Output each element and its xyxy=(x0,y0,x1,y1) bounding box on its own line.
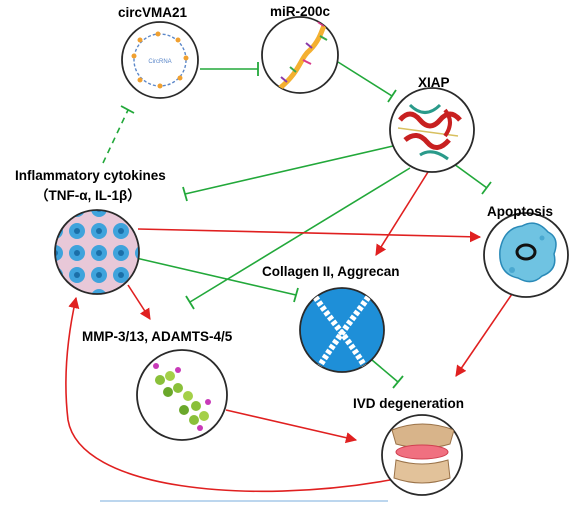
enzyme-illustration xyxy=(153,363,211,431)
node-mir200c xyxy=(261,16,339,94)
label-mir200c: miR-200c xyxy=(270,4,331,19)
edge-mir-xiap xyxy=(337,61,397,103)
label-apoptosis: Apoptosis xyxy=(487,204,553,219)
node-mmp xyxy=(136,349,228,441)
edge-ivd-cyto xyxy=(65,296,391,493)
edge-cyto-apop xyxy=(137,228,482,243)
edge-mmp-ivd xyxy=(225,409,358,444)
protein-illustration xyxy=(397,103,462,161)
bottom-divider xyxy=(100,500,388,502)
node-cytokines xyxy=(54,209,140,295)
label-xiap: XIAP xyxy=(418,75,450,90)
label-collagen: Collagen II, Aggrecan xyxy=(262,264,400,279)
edge-cyto-circ xyxy=(102,105,135,164)
edge-xiap-coll xyxy=(375,171,429,256)
edge-apop-ivd xyxy=(455,293,513,377)
label-ivd: IVD degeneration xyxy=(353,396,465,411)
edge-xiap-apop xyxy=(453,163,492,195)
mirna-illustration xyxy=(278,19,329,90)
circrna-inner-text: CircRNA xyxy=(148,59,171,65)
label-cytokines-line1: Inflammatory cytokines xyxy=(15,168,166,183)
edge-cyto-coll xyxy=(135,257,299,303)
edge-coll-ivd xyxy=(371,359,404,389)
edge-xiap-mmp xyxy=(185,167,411,310)
label-mmp: MMP-3/13, ADAMTS-4/5 xyxy=(82,329,233,344)
node-apoptosis xyxy=(483,212,569,298)
apoptotic-cell-illustration xyxy=(499,222,557,283)
edge-layer xyxy=(65,61,513,493)
edge-xiap-cyto xyxy=(182,145,394,202)
node-collagen xyxy=(299,287,385,373)
node-circvma21: CircRNA xyxy=(121,21,199,99)
label-circvma21: circVMA21 xyxy=(118,5,188,20)
edge-circ-mir xyxy=(200,62,259,76)
edge-cyto-mmp xyxy=(127,284,151,320)
node-xiap xyxy=(389,87,475,173)
vertebra-illustration xyxy=(391,423,455,484)
circrna-illustration xyxy=(131,31,189,89)
collagen-fiber-illustration xyxy=(309,290,375,372)
label-cytokines-line2: （TNF-α, IL-1β） xyxy=(35,188,141,203)
node-ivd xyxy=(381,414,463,496)
